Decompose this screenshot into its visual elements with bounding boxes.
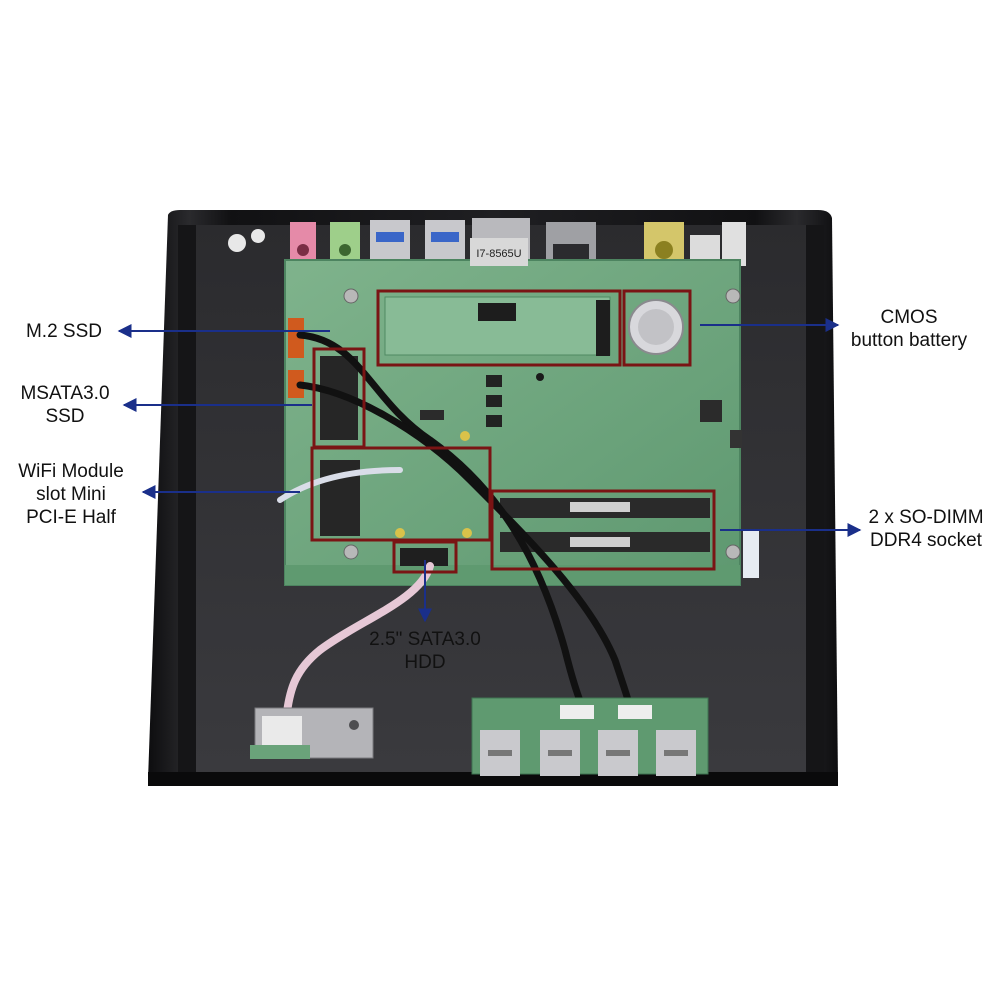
wifi-module-label: WiFi Module slot Mini PCI-E Half [4,460,138,529]
sodimm-line2: DDR4 socket [870,530,982,551]
chip-marking: I7-8565U [476,248,521,260]
msata-line2: SSD [45,406,85,427]
sodimm-highlight [490,489,716,571]
cmos-battery-highlight [622,289,692,367]
highlight-boxes [310,289,716,574]
wifi-line1: WiFi Module [18,461,124,482]
m2-slot-highlight [376,289,622,367]
sodimm-label: 2 x SO-DIMM DDR4 socket [855,506,997,552]
wifi-line2: slot Mini [36,484,106,505]
callout-arrows [117,318,862,623]
internal-cables [277,331,636,719]
sata-bracket [250,707,374,759]
sata-line1: 2.5" SATA3.0 [369,629,481,650]
m2-ssd-line1: M.2 SSD [25,321,103,342]
sata-hdd-label: 2.5" SATA3.0 HDD [350,628,500,674]
cmos-battery-label: CMOS button battery [838,306,980,352]
sodimm-line1: 2 x SO-DIMM [868,507,984,528]
sata-line2: HDD [404,652,446,673]
msata-line1: MSATA3.0 [20,383,110,404]
m2-ssd-label: M.2 SSD [14,320,114,343]
wifi-slot-highlight [310,446,492,542]
msata-ssd-label: MSATA3.0 SSD [10,382,120,428]
cmos-line2: button battery [850,330,968,351]
wifi-line3: PCI-E Half [26,507,116,528]
front-usb-board [471,697,709,776]
cmos-line1: CMOS [880,307,938,328]
